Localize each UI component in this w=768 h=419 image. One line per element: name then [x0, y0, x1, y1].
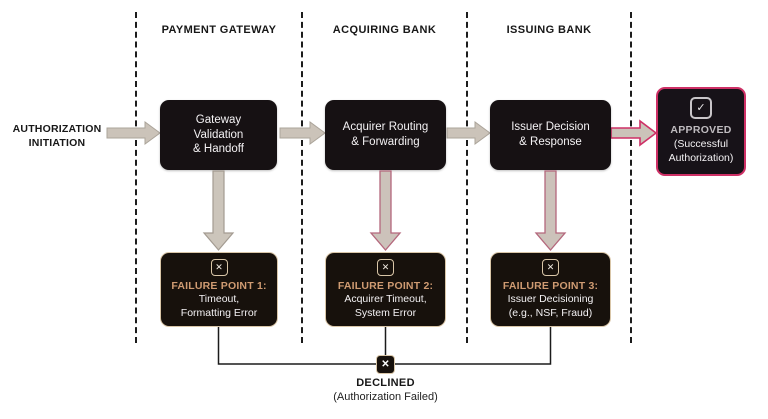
x-glyph: ✕ [381, 261, 390, 272]
arrow-gateway-to-failure1 [202, 170, 235, 251]
x-glyph: ✕ [215, 261, 223, 272]
check-square-icon: ✓ [690, 97, 712, 120]
x-square-icon: ✕ [210, 258, 228, 276]
lane-header-payment-gateway: PAYMENT GATEWAY [161, 24, 277, 36]
failure-2-detail: Acquirer Timeout, System Error [344, 292, 427, 319]
process-box-issuer-decision: Issuer Decision & Response [490, 100, 611, 170]
start-label-authorization-initiation: AUTHORIZATION INITIATION [12, 123, 102, 149]
approved-subtitle: (Successful Authorization) [668, 138, 734, 164]
arrow-issuer-to-approved [610, 119, 658, 147]
arrow-issuer-to-failure3 [534, 170, 567, 252]
failure-3-title: FAILURE POINT 3: [502, 279, 599, 292]
lane-header-issuing-bank: ISSUING BANK [506, 24, 592, 36]
approved-title: APPROVED [670, 124, 732, 137]
failure-2-title: FAILURE POINT 2: [337, 279, 434, 292]
x-glyph: ✕ [546, 261, 555, 272]
lane-header-acquiring-bank: ACQUIRING BANK [332, 24, 437, 36]
lane-divider-1 [135, 12, 137, 343]
failure-3-detail: Issuer Decisioning (e.g., NSF, Fraud) [507, 292, 594, 319]
lane-divider-2 [301, 12, 303, 343]
arrow-acquirer-to-issuer [446, 121, 491, 145]
declined-title: DECLINED [356, 377, 415, 389]
approved-box: ✓ APPROVED (Successful Authorization) [656, 87, 746, 176]
declined-subtitle: (Authorization Failed) [333, 391, 438, 403]
x-glyph: ✕ [381, 358, 390, 370]
arrow-acquirer-to-failure2 [369, 170, 402, 252]
failure-1-detail: Timeout, Formatting Error [180, 292, 258, 319]
arrow-gateway-to-acquirer [279, 121, 326, 145]
arrow-initiation-to-gateway [106, 121, 161, 145]
declined-x-node: ✕ [376, 355, 395, 374]
check-glyph: ✓ [696, 101, 706, 114]
failure-box-1: ✕ FAILURE POINT 1: Timeout, Formatting E… [160, 252, 278, 327]
lane-divider-3 [466, 12, 468, 343]
process-box-gateway-validation: Gateway Validation & Handoff [160, 100, 277, 170]
failure-box-3: ✕ FAILURE POINT 3: Issuer Decisioning (e… [490, 252, 611, 327]
lane-divider-4 [630, 12, 632, 343]
failure-1-title: FAILURE POINT 1: [171, 279, 267, 292]
x-square-icon: ✕ [542, 258, 559, 276]
x-square-icon: ✕ [377, 258, 394, 276]
failure-box-2: ✕ FAILURE POINT 2: Acquirer Timeout, Sys… [325, 252, 446, 327]
process-box-acquirer-routing: Acquirer Routing & Forwarding [325, 100, 446, 170]
